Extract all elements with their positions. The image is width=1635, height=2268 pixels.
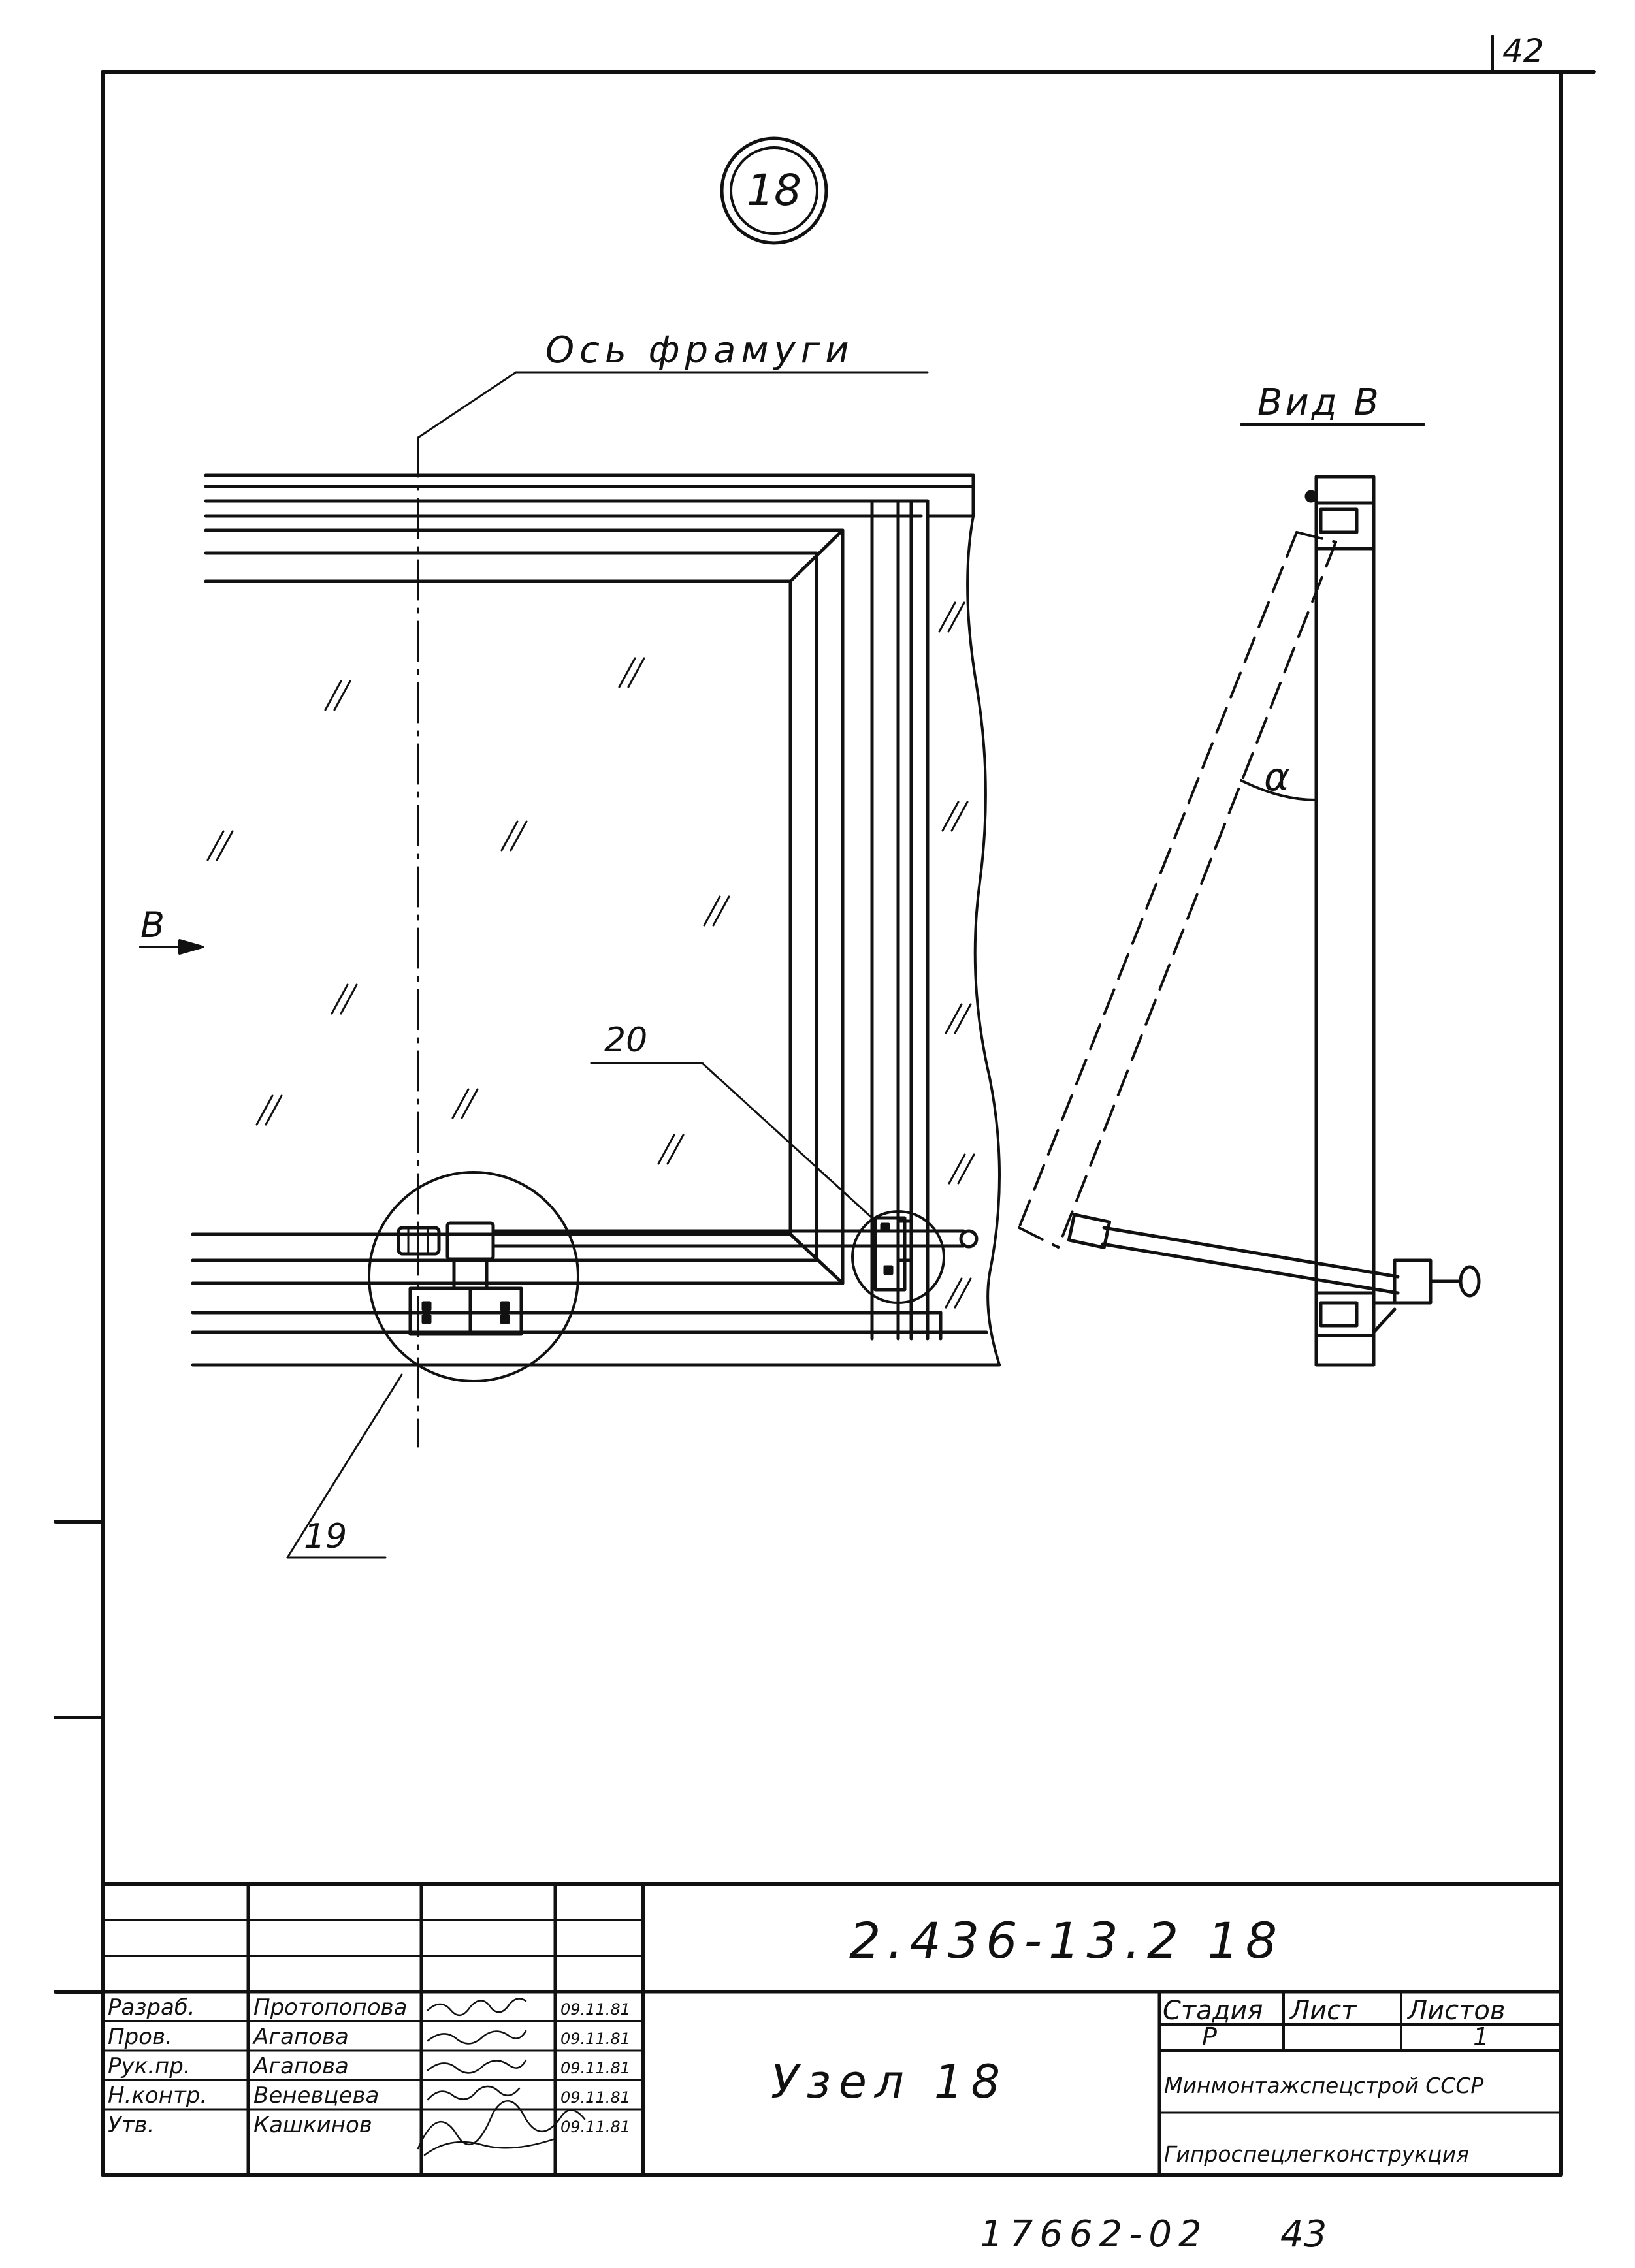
title-block-role: Утв. bbox=[108, 2112, 154, 2138]
transom-axis-line bbox=[417, 371, 929, 1448]
sheets-header: Листов bbox=[1406, 1996, 1505, 2026]
margin-ticks bbox=[54, 1520, 105, 1994]
footer-code: 17662-02 bbox=[980, 2213, 1208, 2256]
angle-label: α bbox=[1264, 754, 1290, 800]
sheet-frame bbox=[101, 35, 1596, 2177]
detail-20-circle bbox=[851, 1210, 945, 1304]
title-block-role: Н.контр. bbox=[108, 2083, 207, 2109]
detail-19-circle bbox=[368, 1171, 579, 1382]
opener-mechanism bbox=[397, 1221, 979, 1336]
opening-angle-arc bbox=[1240, 779, 1318, 801]
view-label: Вид В bbox=[1257, 381, 1382, 424]
section-arrow-label: В bbox=[140, 904, 165, 946]
axis-label: Ось фрамуги bbox=[545, 329, 854, 372]
title-block-name: Протопопова bbox=[253, 1994, 408, 2020]
organization-ministry: Минмонтажспецстрой СССР bbox=[1164, 2073, 1483, 2098]
title-block-date: 09.11.81 bbox=[560, 2059, 630, 2077]
window-frame bbox=[191, 473, 1001, 1367]
latch-detail bbox=[873, 1216, 913, 1292]
organization-institute: Гипроспецлегконструкция bbox=[1164, 2141, 1469, 2167]
callout-19: 19 bbox=[304, 1517, 347, 1556]
callout-20: 20 bbox=[604, 1021, 647, 1060]
glass-hatching bbox=[206, 601, 975, 1309]
node-number-circle bbox=[720, 136, 828, 245]
node-number: 18 bbox=[747, 165, 801, 216]
title-block-date: 09.11.81 bbox=[560, 2030, 630, 2048]
open-sash-outline bbox=[1018, 531, 1337, 1249]
footer-page: 43 bbox=[1280, 2213, 1327, 2256]
title-block-name: Кашкинов bbox=[253, 2112, 372, 2138]
title-block-role: Разраб. bbox=[108, 1994, 195, 2020]
title-block-date: 09.11.81 bbox=[560, 2000, 630, 2019]
leader-lines bbox=[286, 1062, 873, 1559]
signatures bbox=[417, 1998, 586, 2156]
document-code: 2.436-13.2 18 bbox=[849, 1911, 1284, 1970]
view-b-opener bbox=[1067, 1213, 1481, 1334]
title-block-date: 09.11.81 bbox=[560, 2088, 630, 2107]
section-arrow-b bbox=[139, 939, 204, 955]
drawing-title: Узел 18 bbox=[771, 2055, 1008, 2109]
title-block-grid bbox=[101, 1882, 1563, 2177]
sheet-header: Лист bbox=[1289, 1996, 1357, 2026]
sheet-number: 42 bbox=[1502, 32, 1544, 70]
title-block-role: Рук.пр. bbox=[108, 2053, 191, 2079]
title-block-name: Веневцева bbox=[253, 2083, 379, 2109]
break-line bbox=[966, 515, 1001, 1366]
view-b-frame bbox=[1304, 475, 1376, 1367]
stage-header: Стадия bbox=[1163, 1996, 1263, 2026]
title-block-name: Агапова bbox=[252, 2024, 349, 2050]
title-block-name: Агапова bbox=[252, 2053, 349, 2079]
stage-value: Р bbox=[1202, 2022, 1217, 2051]
sheets-value: 1 bbox=[1473, 2022, 1489, 2051]
title-block-date: 09.11.81 bbox=[560, 2118, 630, 2136]
title-block-role: Пров. bbox=[108, 2024, 172, 2050]
